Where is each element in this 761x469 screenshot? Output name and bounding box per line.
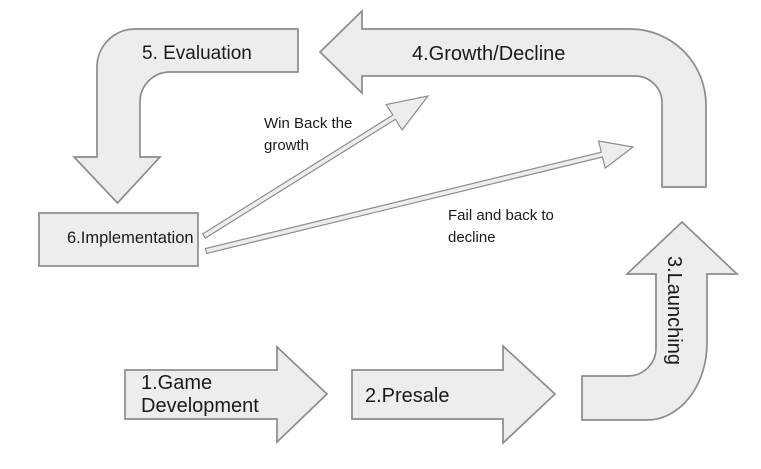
game-development-label-line1: 1.Game: [141, 372, 212, 394]
game-development-label-line2: Development: [141, 395, 259, 417]
presale-arrow: [351, 344, 557, 445]
fail-back-label-line1: Fail and back to: [448, 207, 554, 224]
implementation-label: 6.Implementation: [67, 229, 194, 247]
fail-back-label-line2: decline: [448, 229, 496, 246]
launching-label: 3.Launching: [663, 256, 685, 365]
growth-decline-arrow: [318, 8, 707, 188]
evaluation-label: 5. Evaluation: [142, 43, 252, 64]
win-back-label-line1: Win Back the: [264, 115, 352, 132]
win-back-arrow: [201, 95, 430, 239]
implementation-box: [38, 212, 199, 267]
win-back-label-line2: growth: [264, 137, 309, 154]
presale-label: 2.Presale: [365, 385, 450, 407]
game-development-arrow: [124, 345, 329, 444]
growth-decline-label: 4.Growth/Decline: [412, 43, 565, 65]
evaluation-to-implementation-arrow: [72, 28, 299, 205]
fail-back-arrow: [204, 140, 635, 255]
launching-arrow: [581, 220, 740, 421]
